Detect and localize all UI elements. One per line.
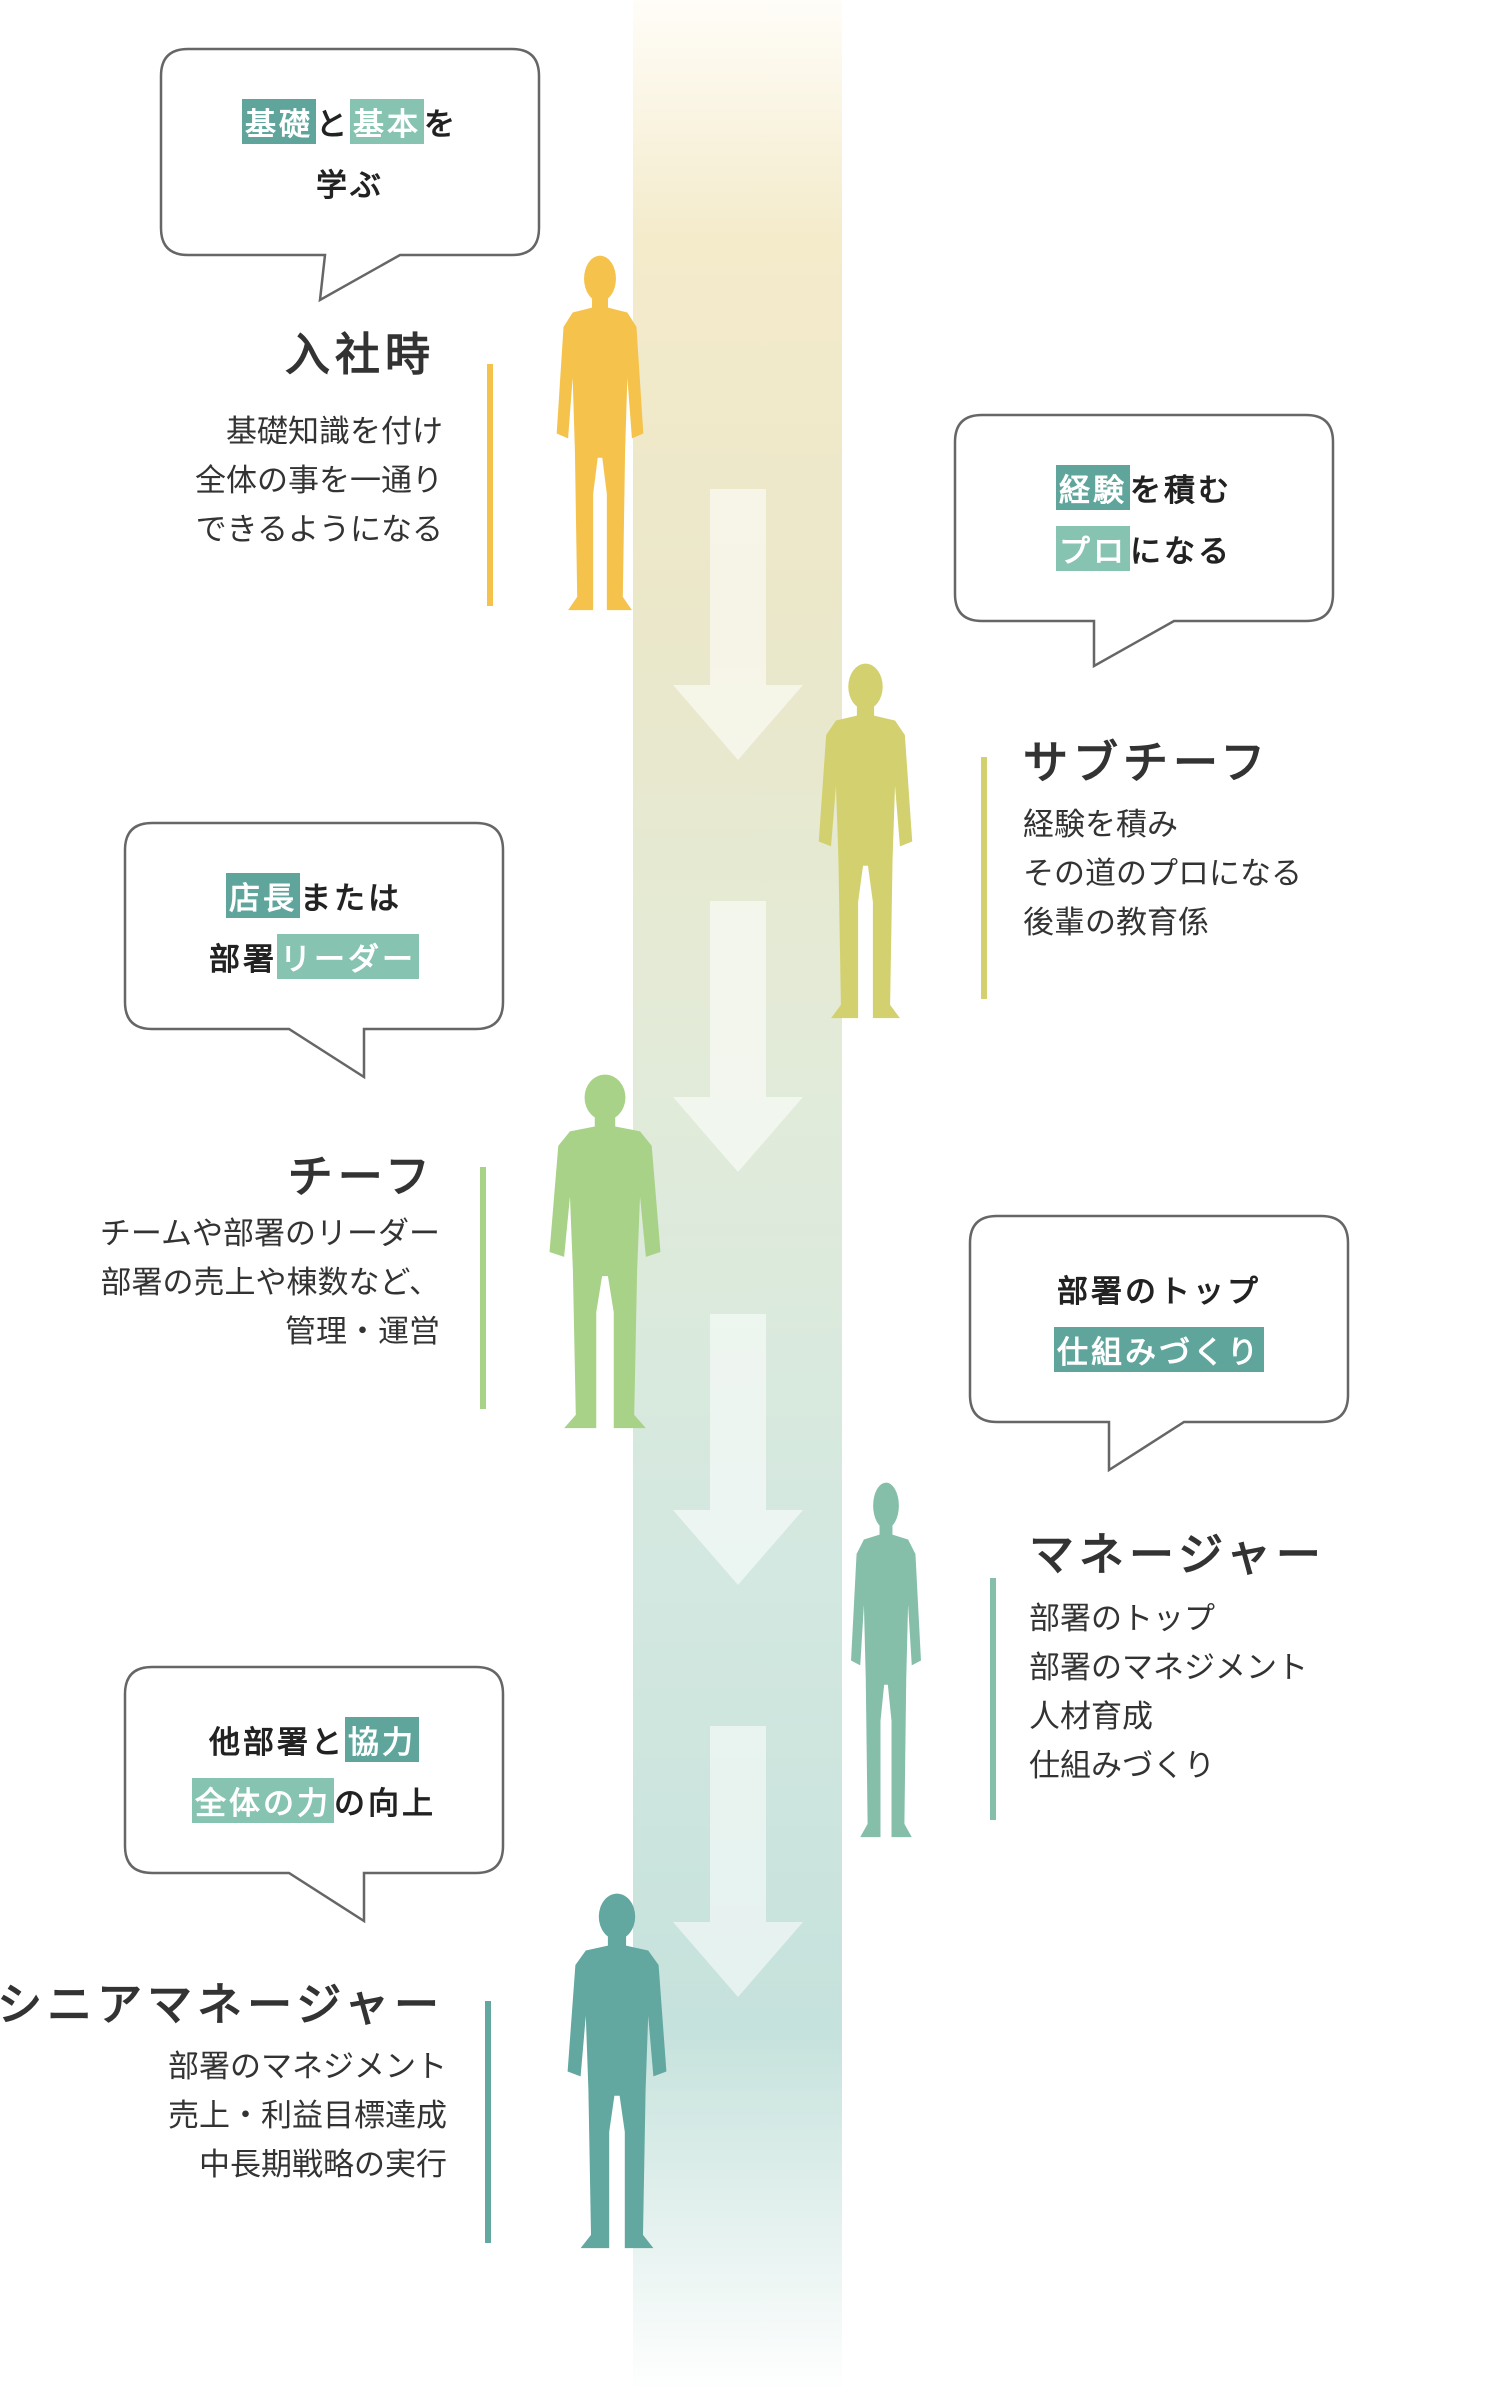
bubble-text: 基礎と基本を学ぶ <box>160 48 540 256</box>
bubble-segment: または <box>300 881 402 917</box>
stage-description: 経験を積みその道のプロになる後輩の教育係 <box>1023 801 1302 948</box>
description-line: チームや部署のリーダー <box>99 1216 440 1252</box>
bubble-segment: 部署のトップ <box>1057 1274 1261 1310</box>
highlighted-keyword: 基本 <box>350 99 424 144</box>
accent-bar <box>480 1167 486 1409</box>
bubble-line: 仕組みづくり <box>1054 1327 1264 1372</box>
bubble-segment: になる <box>1130 534 1232 570</box>
highlighted-keyword: 全体の力 <box>192 1778 334 1823</box>
description-line: その道のプロになる <box>1023 856 1302 892</box>
down-arrow-icon <box>673 1314 803 1585</box>
description-line: 経験を積み <box>1023 807 1178 843</box>
bubble-line: 店長または <box>226 873 402 918</box>
bubble-text: 他部署と協力全体の力の向上 <box>124 1666 504 1874</box>
speech-bubble: 店長または部署リーダー <box>123 821 505 1080</box>
accent-bar <box>487 364 493 606</box>
bubble-segment: を積む <box>1130 473 1232 509</box>
highlighted-keyword: プロ <box>1056 526 1130 571</box>
accent-bar <box>981 757 987 999</box>
speech-bubble: 部署のトップ仕組みづくり <box>968 1214 1350 1473</box>
accent-bar <box>990 1578 996 1820</box>
description-line: 人材育成 <box>1029 1699 1153 1735</box>
highlighted-keyword: 協力 <box>345 1717 419 1762</box>
down-arrow-icon <box>673 1726 803 1997</box>
bubble-line: 部署リーダー <box>209 934 419 979</box>
description-line: 売上・利益目標達成 <box>168 2098 447 2134</box>
description-line: 中長期戦略の実行 <box>199 2147 447 2183</box>
bubble-segment: を <box>424 107 458 143</box>
stage-description: チームや部署のリーダー部署の売上や棟数など、管理・運営 <box>100 1210 440 1357</box>
description-line: 部署のマネジメント <box>168 2049 447 2085</box>
bubble-segment: 他部署と <box>209 1725 345 1761</box>
bubble-line: 他部署と協力 <box>209 1717 419 1762</box>
bubble-line: 経験を積む <box>1056 465 1232 510</box>
bubble-line: 学ぶ <box>316 160 384 205</box>
speech-bubble: 他部署と協力全体の力の向上 <box>123 1665 505 1924</box>
highlighted-keyword: 仕組みづくり <box>1054 1327 1264 1372</box>
bubble-segment: の向上 <box>334 1786 436 1822</box>
bubble-line: プロになる <box>1056 526 1232 571</box>
person-silhouette-icon <box>552 1890 682 2257</box>
highlighted-keyword: 基礎 <box>242 99 316 144</box>
bubble-line: 部署のトップ <box>1057 1266 1261 1311</box>
down-arrow-icon <box>673 901 803 1172</box>
bubble-text: 部署のトップ仕組みづくり <box>969 1215 1349 1423</box>
person-silhouette-icon <box>804 660 927 1027</box>
description-line: 部署の売上や棟数など、 <box>100 1265 440 1301</box>
highlighted-keyword: リーダー <box>277 934 419 979</box>
highlighted-keyword: 店長 <box>226 873 300 918</box>
bubble-segment: 学ぶ <box>316 168 384 204</box>
stage-title: マネージャー <box>1029 1528 1326 1581</box>
description-line: 全体の事を一通り <box>195 463 443 499</box>
person-silhouette-icon <box>543 252 657 619</box>
stage-title: シニアマネージャー <box>0 1978 444 2031</box>
person-silhouette-icon <box>532 1071 678 1437</box>
stage-description: 基礎知識を付け全体の事を一通りできるようになる <box>195 408 443 555</box>
description-line: 管理・運営 <box>285 1314 440 1350</box>
accent-bar <box>485 2001 491 2243</box>
speech-bubble: 経験を積むプロになる <box>953 413 1335 669</box>
description-line: 部署のマネジメント <box>1029 1650 1308 1686</box>
bubble-segment: と <box>316 107 350 143</box>
description-line: 仕組みづくり <box>1029 1748 1215 1784</box>
stage-title: サブチーフ <box>1023 736 1271 789</box>
description-line: 部署のトップ <box>1029 1601 1215 1637</box>
bubble-text: 経験を積むプロになる <box>954 414 1334 622</box>
bubble-line: 基礎と基本を <box>242 99 458 144</box>
stage-title: 入社時 <box>284 328 435 381</box>
description-line: 基礎知識を付け <box>226 414 443 450</box>
person-silhouette-icon <box>840 1479 932 1846</box>
speech-bubble: 基礎と基本を学ぶ <box>159 47 541 303</box>
highlighted-keyword: 経験 <box>1056 465 1130 510</box>
bubble-line: 全体の力の向上 <box>192 1778 436 1823</box>
down-arrow-icon <box>673 489 803 760</box>
description-line: 後輩の教育係 <box>1023 905 1209 941</box>
bubble-text: 店長または部署リーダー <box>124 822 504 1030</box>
stage-description: 部署のトップ部署のマネジメント人材育成仕組みづくり <box>1029 1595 1308 1791</box>
bubble-segment: 部署 <box>209 942 277 978</box>
description-line: できるようになる <box>195 512 443 548</box>
stage-title: チーフ <box>287 1150 435 1203</box>
stage-description: 部署のマネジメント売上・利益目標達成中長期戦略の実行 <box>168 2043 447 2190</box>
